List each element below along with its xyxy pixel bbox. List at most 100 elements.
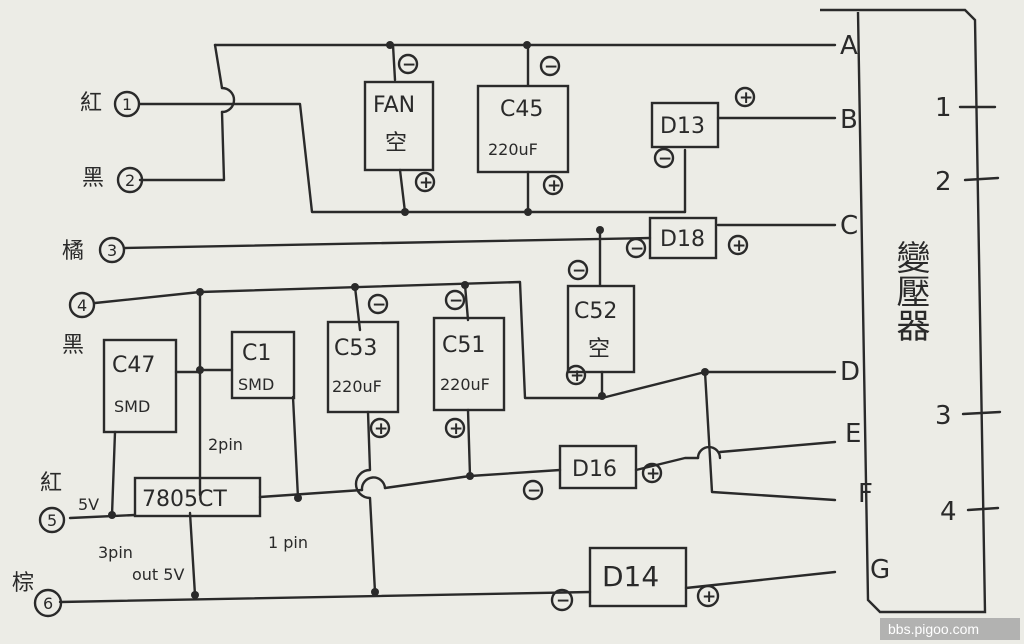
- connector-2: 黑 2: [82, 166, 144, 194]
- note-out-5v: out 5V: [132, 565, 184, 584]
- connector-6: 棕 6: [12, 571, 63, 618]
- component-c47: C47 SMD: [102, 338, 178, 434]
- d16-plus: +: [646, 464, 660, 484]
- wire-c1-out: [291, 395, 300, 500]
- wire-fan-top: [391, 43, 397, 82]
- c53-name: C53: [334, 336, 377, 361]
- component-d14: D14 − +: [550, 546, 720, 612]
- d14-name: D14: [602, 560, 659, 593]
- c45-name: C45: [500, 97, 543, 122]
- c51-minus: −: [449, 291, 463, 311]
- connector-1-number: 1: [122, 95, 132, 114]
- connector-4-number: 4: [77, 296, 87, 315]
- wire-c51-bottom: [466, 408, 472, 478]
- c47-name: C47: [112, 353, 155, 378]
- c51-plus: +: [449, 419, 463, 439]
- component-d18: D18 − +: [625, 216, 749, 260]
- connector-3-number: 3: [107, 241, 117, 260]
- component-c1: C1 SMD: [230, 330, 296, 400]
- d14-plus: +: [702, 587, 716, 607]
- transformer-pin-1: 1: [935, 93, 952, 123]
- wire-conn4-rail: [93, 280, 604, 400]
- c53-value: 220uF: [332, 377, 382, 396]
- wire-conn5: [68, 513, 137, 520]
- c52-minus: −: [572, 261, 586, 281]
- c52-plus: +: [570, 366, 584, 386]
- connector-1-color: 紅: [80, 91, 102, 116]
- connector-6-color: 棕: [12, 571, 34, 596]
- d16-minus: −: [527, 481, 541, 501]
- wire-conn2: [138, 110, 226, 182]
- fan-line1: FAN: [373, 93, 415, 118]
- wire-c51-top: [463, 283, 470, 322]
- connector-5: 紅 5 5V: [38, 471, 99, 534]
- c1-name: C1: [242, 341, 271, 366]
- c51-name: C51: [442, 333, 485, 358]
- connector-3-color: 橘: [62, 239, 84, 264]
- connector-3: 橘 3: [62, 236, 126, 264]
- transformer-pin-3: 3: [935, 401, 952, 431]
- component-c45: C45 220uF − +: [476, 55, 570, 196]
- note-1pin: 1 pin: [268, 533, 308, 552]
- c52-name: C52: [574, 299, 617, 324]
- c45-value: 220uF: [488, 140, 538, 159]
- d13-name: D13: [660, 114, 705, 139]
- c47-value: SMD: [114, 397, 150, 416]
- connectors: 紅 1 黑 2 橘 3 4 黑 紅 5 5V 棕 6: [12, 90, 144, 618]
- note-3pin: 3pin: [98, 543, 133, 562]
- component-c52: C52 空 − +: [565, 259, 636, 386]
- component-c53: C53 220uF − +: [326, 293, 400, 439]
- wire-d-to-f: [703, 370, 837, 502]
- junctions: [108, 41, 709, 599]
- c53-plus: +: [374, 419, 388, 439]
- watermark-text: bbs.pigoo.com: [888, 621, 979, 637]
- wire-hop: [220, 86, 236, 114]
- connector-5-number: 5: [47, 511, 57, 530]
- d16-name: D16: [572, 457, 617, 482]
- wire-d16-e-1: [634, 456, 700, 472]
- c45-minus: −: [544, 57, 558, 77]
- note-2pin: 2pin: [208, 435, 243, 454]
- component-7805ct: 7805CT 2pin 1 pin 3pin out 5V: [98, 435, 308, 584]
- transformer-pin-4: 4: [940, 497, 957, 527]
- d13-minus: −: [658, 149, 672, 169]
- component-fan: FAN 空 − +: [363, 53, 436, 193]
- c1-value: SMD: [238, 375, 274, 394]
- wire-conn1-bottom-rail: [138, 102, 687, 214]
- transformer-pin-f: F: [858, 479, 873, 509]
- component-d16: D16 − +: [522, 444, 663, 501]
- c45-plus: +: [547, 176, 561, 196]
- connector-2-number: 2: [125, 171, 135, 190]
- wire-c53-down: [354, 410, 377, 594]
- connector-2-color: 黑: [82, 166, 104, 191]
- d18-plus: +: [732, 236, 746, 256]
- connector-6-number: 6: [43, 594, 53, 613]
- wire-d16-e-2: [718, 440, 837, 454]
- components: FAN 空 − + C45 220uF − + D13 + − D18 − +: [98, 53, 756, 612]
- wires: [58, 43, 837, 604]
- c53-minus: −: [372, 295, 386, 315]
- wire-reg-out-1: [258, 488, 364, 499]
- transformer-pin-e: E: [845, 419, 861, 449]
- fan-minus: −: [402, 55, 416, 75]
- wire-hop-e: [696, 445, 722, 460]
- transformer-pin-d: D: [840, 357, 860, 387]
- d18-name: D18: [660, 227, 705, 252]
- connector-4: 4 黑: [62, 291, 96, 358]
- c52-value: 空: [588, 337, 610, 362]
- c51-value: 220uF: [440, 375, 490, 394]
- connector-1: 紅 1: [80, 90, 141, 118]
- transformer-label: 變壓器: [890, 240, 930, 342]
- wire-reg-ground: [188, 511, 197, 597]
- fan-plus: +: [419, 173, 433, 193]
- transformer-pin-c: C: [840, 211, 858, 241]
- component-d13: D13 + −: [650, 86, 756, 169]
- wire-c47-bottom: [110, 430, 117, 517]
- component-c51: C51 220uF − +: [432, 289, 506, 439]
- wire-left-vertical-top: [213, 43, 224, 90]
- d18-minus: −: [630, 239, 644, 259]
- transformer-pin-2: 2: [935, 167, 952, 197]
